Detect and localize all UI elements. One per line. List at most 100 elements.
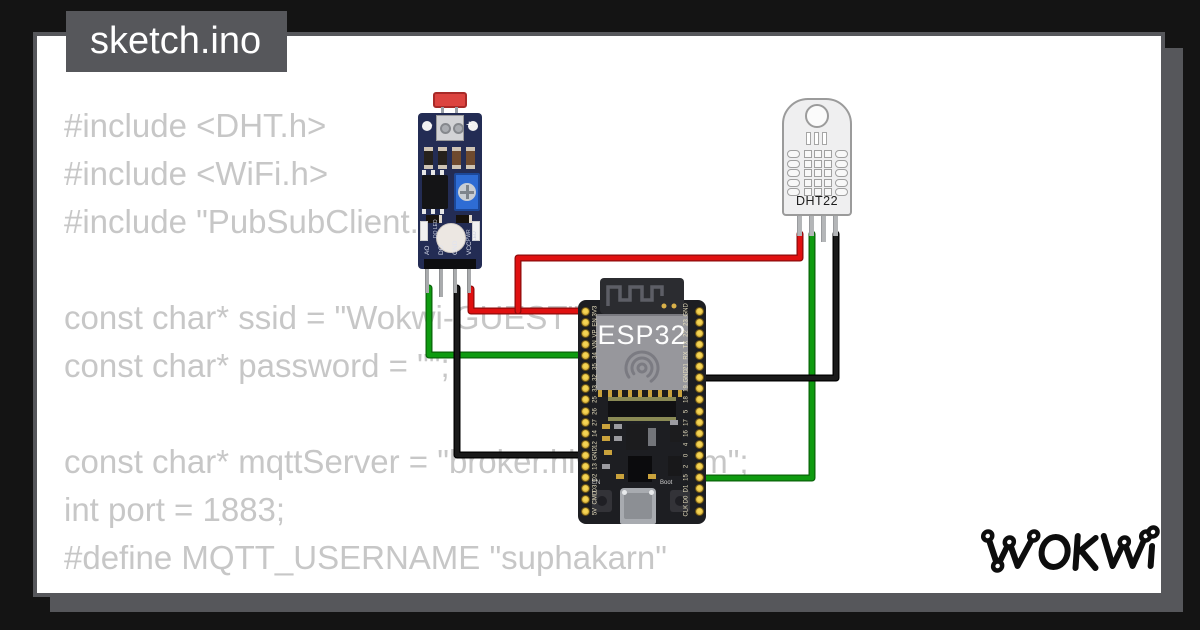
vent-hole bbox=[814, 150, 822, 158]
ldr-pin-do[interactable] bbox=[439, 269, 443, 297]
smd-resistor bbox=[466, 147, 475, 169]
esp32-pin-4-12[interactable] bbox=[694, 439, 704, 449]
esp32-pin-19-7[interactable] bbox=[694, 384, 704, 394]
esp32-pin-23-1[interactable] bbox=[694, 317, 704, 327]
esp32-pin-17-10[interactable] bbox=[694, 417, 704, 427]
do-led-label: DO LED bbox=[433, 219, 439, 238]
sketch-code-preview: #include <DHT.h>#include <WiFi.h>#includ… bbox=[64, 102, 1154, 593]
pin-header bbox=[424, 259, 476, 269]
esp32-pin-label: 22 bbox=[683, 329, 690, 337]
esp32-pin-18-8[interactable] bbox=[694, 395, 704, 405]
esp32-pin-gnd-0[interactable] bbox=[694, 306, 704, 316]
terminal-screw bbox=[453, 123, 464, 134]
code-line: int port = 1883; bbox=[64, 491, 286, 528]
ldr-dome bbox=[436, 223, 466, 253]
esp32-pin-label: 0 bbox=[683, 453, 690, 458]
comparator-ic bbox=[422, 175, 448, 209]
esp32-pin-0-13[interactable] bbox=[694, 450, 704, 460]
dht22-label: DHT22 bbox=[795, 194, 839, 208]
esp32-pin-27-10[interactable] bbox=[580, 417, 590, 427]
pin-label-ao: AO bbox=[424, 245, 431, 255]
esp32-pin-label: VP bbox=[592, 329, 599, 338]
esp32-pin-12-12[interactable] bbox=[580, 439, 590, 449]
esp32-pin-14-11[interactable] bbox=[580, 428, 590, 438]
esp32-pin-3v3-0[interactable] bbox=[580, 306, 590, 316]
esp32-pin-vp-2[interactable] bbox=[580, 328, 590, 338]
trimmer-potentiometer[interactable] bbox=[454, 173, 480, 211]
vent-hole bbox=[804, 169, 812, 177]
esp32-pin-tx-3[interactable] bbox=[694, 339, 704, 349]
esp32-pin-16-11[interactable] bbox=[694, 428, 704, 438]
esp32-pin-13-14[interactable] bbox=[580, 462, 590, 471]
transistor bbox=[670, 426, 682, 442]
esp32-pin-d3-16[interactable] bbox=[580, 484, 590, 494]
vent-slot bbox=[787, 188, 800, 196]
esp32-pin-label: 5V bbox=[592, 507, 599, 515]
smd-resistor bbox=[452, 147, 461, 169]
esp32-pin-d2-15[interactable] bbox=[580, 473, 590, 483]
en-button[interactable] bbox=[592, 490, 612, 512]
ic-pins bbox=[422, 209, 448, 214]
esp32-pin-15-15[interactable] bbox=[694, 473, 704, 483]
ldr-pin-ao[interactable] bbox=[425, 269, 429, 293]
wire-ldr-vcc-to-3v3[interactable] bbox=[468, 286, 587, 314]
esp32-pin-gnd-13[interactable] bbox=[580, 450, 590, 460]
vent-slot bbox=[787, 169, 800, 177]
terminal-screw bbox=[440, 123, 451, 134]
esp32-pin-label: TX bbox=[683, 340, 690, 349]
esp32-pin-25-8[interactable] bbox=[580, 395, 590, 405]
mounting-hole bbox=[422, 121, 432, 131]
ldr-pin-vcc[interactable] bbox=[467, 269, 471, 293]
esp32-pin-vn-3[interactable] bbox=[580, 339, 590, 349]
esp32-pin-label: CMD bbox=[592, 491, 599, 505]
esp32-pin-21-5[interactable] bbox=[694, 362, 704, 371]
esp32-pin-gnd-6[interactable] bbox=[694, 373, 704, 383]
vent-hole bbox=[814, 188, 822, 196]
boot-button[interactable] bbox=[670, 490, 690, 512]
esp32-pin-26-9[interactable] bbox=[580, 406, 590, 416]
ldr-photoresistor bbox=[433, 92, 467, 108]
esp32-pin-35-5[interactable] bbox=[580, 362, 590, 371]
esp32-pin-label: 33 bbox=[592, 385, 599, 393]
esp32-pin-label: 32 bbox=[592, 374, 599, 382]
dht22-slot bbox=[814, 132, 819, 145]
en-button-label: EN bbox=[592, 480, 601, 486]
esp32-pin-34-4[interactable] bbox=[580, 350, 590, 360]
vent-hole bbox=[804, 159, 812, 168]
esp32-pin-label: RX bbox=[683, 351, 690, 360]
dht22-sensor[interactable]: DHT22 bbox=[782, 98, 854, 248]
esp32-pin-d1-16[interactable] bbox=[694, 484, 704, 494]
wire-dht-sda-to-gpio15[interactable] bbox=[695, 230, 816, 482]
dht22-pin-nc[interactable] bbox=[821, 216, 826, 242]
dht22-pin-vcc[interactable] bbox=[797, 216, 802, 236]
dht22-pin-sda[interactable] bbox=[809, 216, 814, 236]
wire-ldr-gnd-to-gnd[interactable] bbox=[454, 285, 587, 458]
esp32-pin-en-1[interactable] bbox=[580, 317, 590, 327]
esp32-pin-clk-18[interactable] bbox=[694, 506, 704, 516]
esp32-pin-label: D2 bbox=[592, 473, 599, 482]
esp32-pin-5-9[interactable] bbox=[694, 406, 704, 416]
esp32-pin-5v-18[interactable] bbox=[580, 506, 590, 516]
esp32-pin-32-6[interactable] bbox=[580, 373, 590, 383]
wire-ldr-ao-to-gpio34[interactable] bbox=[426, 285, 587, 358]
dht22-pin-gnd[interactable] bbox=[833, 216, 838, 236]
esp32-pin-rx-4[interactable] bbox=[694, 350, 704, 360]
esp32-pin-label: 4 bbox=[683, 442, 690, 446]
vent-hole bbox=[824, 150, 832, 158]
vent-slot bbox=[787, 178, 800, 187]
esp32-pin-33-7[interactable] bbox=[580, 384, 590, 394]
wire-3v3-branch-to-dht-vcc[interactable] bbox=[515, 231, 803, 314]
wire-dht-sda-to-gpio15[interactable] bbox=[696, 231, 815, 481]
esp32-pin-22-2[interactable] bbox=[694, 328, 704, 338]
screw-terminal bbox=[436, 115, 464, 141]
esp32-pin-cmd-17[interactable] bbox=[580, 495, 590, 505]
esp32-pin-d0-17[interactable] bbox=[694, 495, 704, 505]
esp32-pin-2-14[interactable] bbox=[694, 462, 704, 471]
micro-usb-connector bbox=[620, 488, 656, 524]
vent-slot bbox=[835, 169, 848, 177]
ldr-pin-gnd[interactable] bbox=[453, 269, 457, 293]
wire-dht-gnd-to-gnd[interactable] bbox=[696, 231, 839, 381]
